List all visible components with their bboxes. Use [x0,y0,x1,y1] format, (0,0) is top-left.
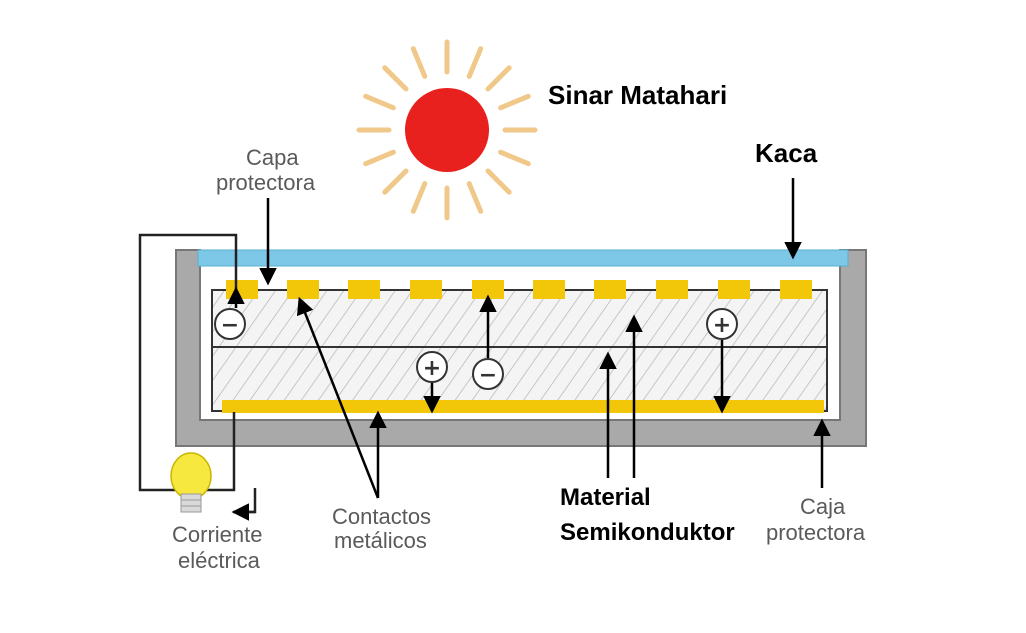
sun-ray [410,181,428,214]
metal-contact [594,280,626,299]
light-bulb-icon [170,452,212,513]
sun-ray [363,93,396,111]
svg-text:−: − [221,313,239,338]
svg-text:+: + [713,313,731,338]
metal-contact [533,280,565,299]
pointer-contact-top [296,296,380,499]
sun-ray [410,46,428,79]
label-metal-contacts-1: Contactos [332,504,431,529]
charge-minus-center: − [472,358,504,390]
label-metal-contacts-2: metálicos [334,528,427,553]
glass-layer [197,249,849,267]
sun-ray [498,149,531,167]
metal-contact [656,280,688,299]
label-case-1: Caja [800,494,846,519]
label-semiconductor-2: Semikonduktor [560,519,735,546]
sun-ray [466,181,484,214]
charge-minus-left: − [214,308,246,340]
metal-contact [226,280,258,299]
label-protective-layer-2: protectora [216,170,316,195]
svg-text:+: + [423,356,441,381]
sun-ray [466,46,484,79]
charge-plus-center: + [416,351,448,383]
bottom-metal-contact [222,400,824,413]
charge-plus-right: + [706,308,738,340]
sun-ray [382,65,409,92]
metal-contact [780,280,812,299]
label-sun: Sinar Matahari [548,80,727,110]
label-protective-layer-1: Capa [246,145,299,170]
top-metal-contacts [226,280,812,299]
sun-ray [485,168,512,195]
metal-contact [348,280,380,299]
label-current-2: eléctrica [178,548,261,573]
metal-contact [287,280,319,299]
sun-ray [382,168,409,195]
sun-icon [356,39,538,221]
sun-disc [405,88,489,172]
svg-text:−: − [479,363,497,388]
label-semiconductor-1: Material [560,484,651,511]
sun-rays [356,39,538,221]
metal-contact [410,280,442,299]
label-glass: Kaca [755,138,818,168]
sun-ray [363,149,396,167]
metal-contact [472,280,504,299]
metal-contact [718,280,750,299]
label-case-2: protectora [766,520,866,545]
label-current-1: Corriente [172,522,262,547]
sun-ray [485,65,512,92]
sun-ray [498,93,531,111]
